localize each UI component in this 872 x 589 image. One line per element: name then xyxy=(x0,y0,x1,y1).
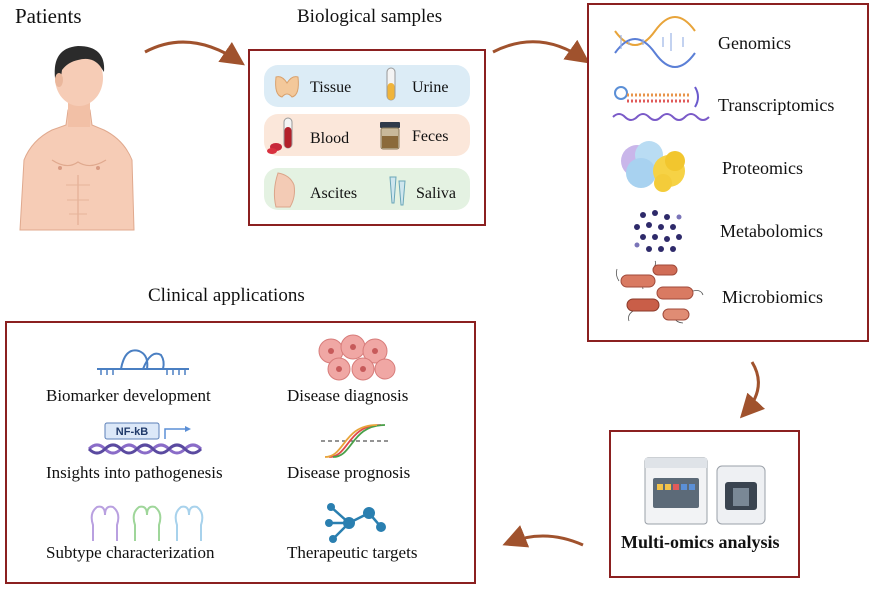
nfkb-label: NF-kB xyxy=(116,426,148,438)
omics-microbiomics: Microbiomics xyxy=(722,287,823,307)
human-torso-icon xyxy=(19,46,135,231)
bacteria-icon xyxy=(615,260,704,324)
app-diagnosis: Disease diagnosis xyxy=(287,386,409,405)
metabolite-dots-icon xyxy=(634,210,682,252)
omics-genomics: Genomics xyxy=(718,33,791,53)
biomarker-rna-icon xyxy=(97,349,189,375)
sample-blood: Blood xyxy=(310,130,350,147)
app-pathogenesis: Insights into pathogenesis xyxy=(46,463,223,482)
omics-metabolomics: Metabolomics xyxy=(720,221,823,241)
abdomen-icon xyxy=(273,172,295,208)
sample-feces: Feces xyxy=(412,128,449,145)
sample-ascites: Ascites xyxy=(310,185,358,202)
samples-title: Biological samples xyxy=(297,6,443,27)
thyroid-tissue-icon xyxy=(275,76,299,98)
tissue-cells-icon xyxy=(318,334,396,381)
saliva-tubes-icon xyxy=(389,176,406,206)
rna-strand-icon xyxy=(612,86,710,121)
analysis-box: Multi-omics analysis xyxy=(609,430,800,578)
protein-cluster-icon xyxy=(621,141,685,192)
receptor-subtypes-icon xyxy=(90,505,204,541)
omics-box: Genomics Transcriptomics Proteomics Meta… xyxy=(587,3,869,342)
sample-pill-blood xyxy=(264,114,470,156)
blood-tube-icon xyxy=(267,117,293,154)
omics-proteomics: Proteomics xyxy=(722,158,803,178)
analysis-label: Multi-omics analysis xyxy=(621,532,780,552)
nfkb-promoter-icon: NF-kB xyxy=(87,422,203,455)
sample-tissue: Tissue xyxy=(310,79,352,96)
samples-box: Tissue Urine Blood Feces Ascites Saliva xyxy=(248,49,486,226)
survival-curves-icon xyxy=(321,424,391,458)
sample-pill-ascites xyxy=(264,168,470,210)
omics-transcriptomics: Transcriptomics xyxy=(718,95,835,115)
dna-helix-icon xyxy=(614,16,696,68)
app-therapeutic: Therapeutic targets xyxy=(287,543,418,562)
feces-jar-icon xyxy=(380,122,400,150)
target-network-icon xyxy=(325,503,386,543)
app-biomarker: Biomarker development xyxy=(46,386,211,405)
sample-urine: Urine xyxy=(412,79,449,96)
urine-tube-icon xyxy=(386,67,396,101)
app-prognosis: Disease prognosis xyxy=(287,463,411,482)
sequencer-machines-icon xyxy=(644,457,766,525)
patients-label: Patients xyxy=(15,4,82,28)
app-subtype: Subtype characterization xyxy=(46,543,215,562)
sample-saliva: Saliva xyxy=(416,185,456,202)
applications-title: Clinical applications xyxy=(148,285,305,306)
applications-box: Biomarker development Disease diagnosis … xyxy=(5,321,476,584)
